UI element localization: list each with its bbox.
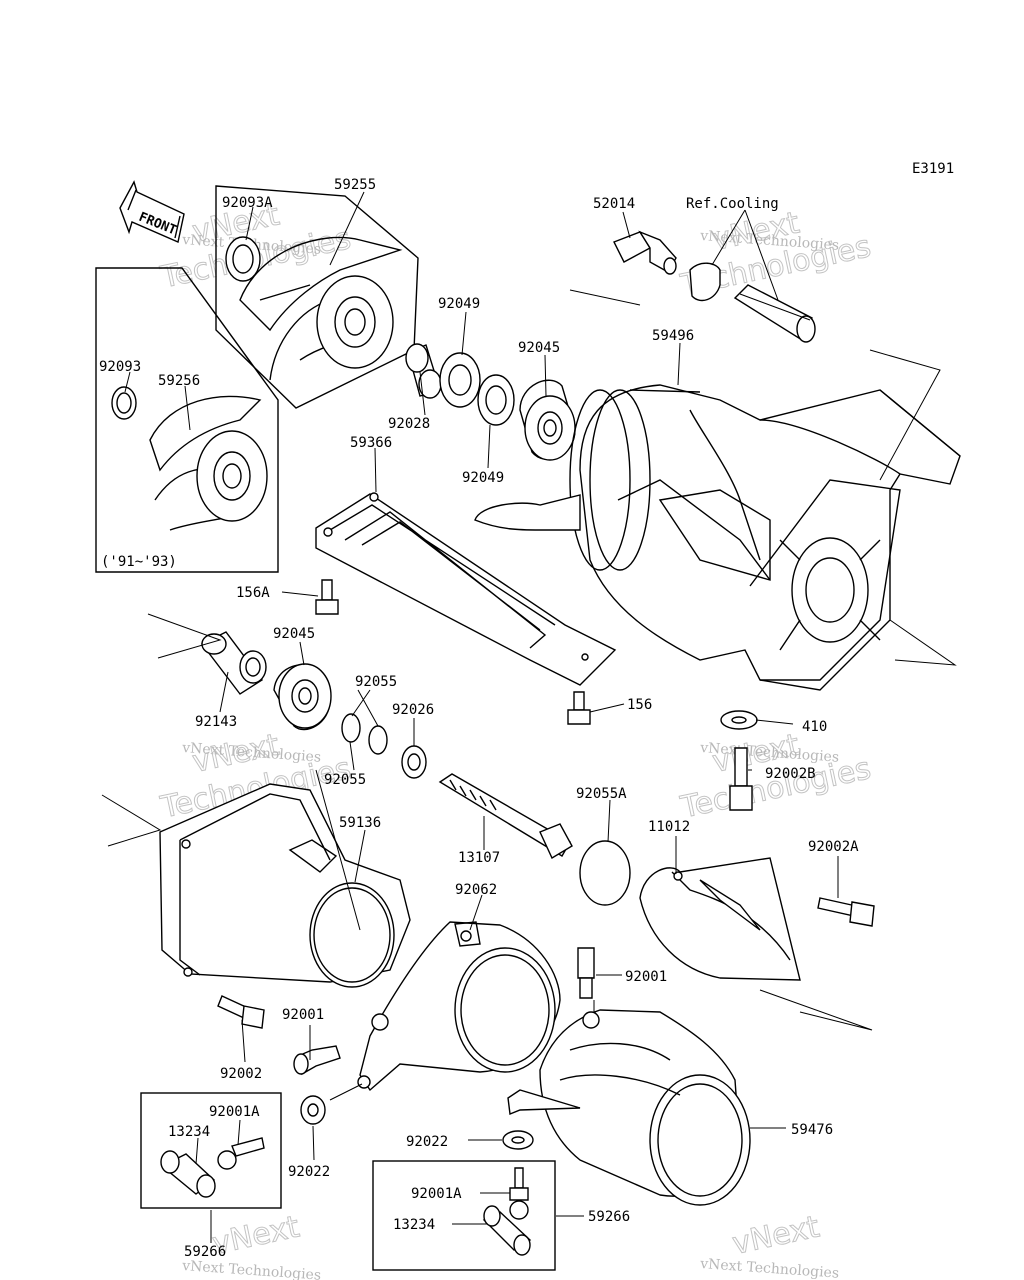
nozzle-92062 [357,921,561,1092]
pump-case-59496 [474,349,961,691]
leader-lines [124,191,839,1243]
label-92001-right: 92001 [625,969,667,985]
label-years: ('91~'93) [101,554,177,570]
watermark-text: vNext Technologies [699,1256,840,1280]
collar-92026 [401,745,427,779]
label-59136: 59136 [339,815,381,831]
label-59266-right: 59266 [588,1209,630,1225]
o-ring-92055A [579,840,631,906]
label-92002B: 92002B [765,766,816,782]
o-rings-92055 [341,713,388,755]
label-92022-right: 92022 [406,1134,448,1150]
front-arrow-icon: FRONT [119,180,185,243]
collar-92028 [405,343,429,373]
label-156A: 156A [236,585,270,601]
impeller-59255 [215,185,419,409]
label-92093A: 92093A [222,195,273,211]
label-11012: 11012 [648,819,690,835]
bolt-92001-a [577,947,595,999]
label-52014: 52014 [593,196,635,212]
label-92143: 92143 [195,714,237,730]
bearing-92045-lower [273,663,332,731]
label-92022-left: 92022 [288,1164,330,1180]
hose [733,284,813,342]
label-92001A-right: 92001A [411,1186,462,1202]
impeller-59256-box [95,267,279,573]
label-92055A: 92055A [576,786,627,802]
fitting-52014 [569,230,816,343]
outlet-59136 [101,783,411,988]
ball-joint-92001A-left [217,1150,237,1170]
label-92062: 92062 [455,882,497,898]
label-92055-bottom: 92055 [324,772,366,788]
label-13234-left: 13234 [168,1124,210,1140]
plate-59366 [315,492,617,686]
label-92001-left: 92001 [282,1007,324,1023]
front-label: FRONT [137,210,179,239]
label-92002A: 92002A [808,839,859,855]
part-labels: 92093A 59255 92093 59256 ('91~'93) 52014… [99,177,859,1260]
steering-nozzle-59476 [507,989,873,1206]
watermark-text: vNext Technologies [181,1258,322,1280]
label-59476: 59476 [791,1122,833,1138]
label-59496: 59496 [652,328,694,344]
bolt-156 [567,691,591,725]
label-13107: 13107 [458,850,500,866]
label-13234-right: 13234 [393,1217,435,1233]
label-92001A-left: 92001A [209,1104,260,1120]
label-92049-bottom: 92049 [462,470,504,486]
cone-11012 [639,857,801,981]
label-59256: 59256 [158,373,200,389]
label-92045-top: 92045 [518,340,560,356]
label-ref-cooling: Ref.Cooling [686,196,779,212]
sleeve-92143 [147,613,267,695]
label-92026: 92026 [392,702,434,718]
bolt-92002 [217,995,265,1029]
ball-joint-92001A-right [514,1167,524,1189]
hose-clamp [689,262,721,302]
label-156: 156 [627,697,652,713]
bolt-92002B [729,747,753,811]
washer-92022-a [300,1095,326,1125]
bolt-92002A [817,897,875,927]
label-92049-top: 92049 [438,296,480,312]
label-59266-left: 59266 [184,1244,226,1260]
diagram-code: E3191 [912,161,954,177]
label-59366: 59366 [350,435,392,451]
label-410: 410 [802,719,827,735]
bolt-156A [315,579,339,615]
washer-92022-b [502,1130,534,1150]
shaft-13107 [438,773,573,860]
bolt-92001-b [293,1045,341,1076]
watermark-outline-text: vNext [729,1209,822,1262]
joint-box-right [372,1160,556,1271]
label-92045-lower: 92045 [273,626,315,642]
label-92002: 92002 [220,1066,262,1082]
washer-410 [720,710,758,730]
label-92028: 92028 [388,416,430,432]
label-59255: 59255 [334,177,376,193]
joint-box-left [140,1092,282,1209]
bearing-parts-upper [405,343,576,461]
label-92055-top: 92055 [355,674,397,690]
label-92093: 92093 [99,359,141,375]
